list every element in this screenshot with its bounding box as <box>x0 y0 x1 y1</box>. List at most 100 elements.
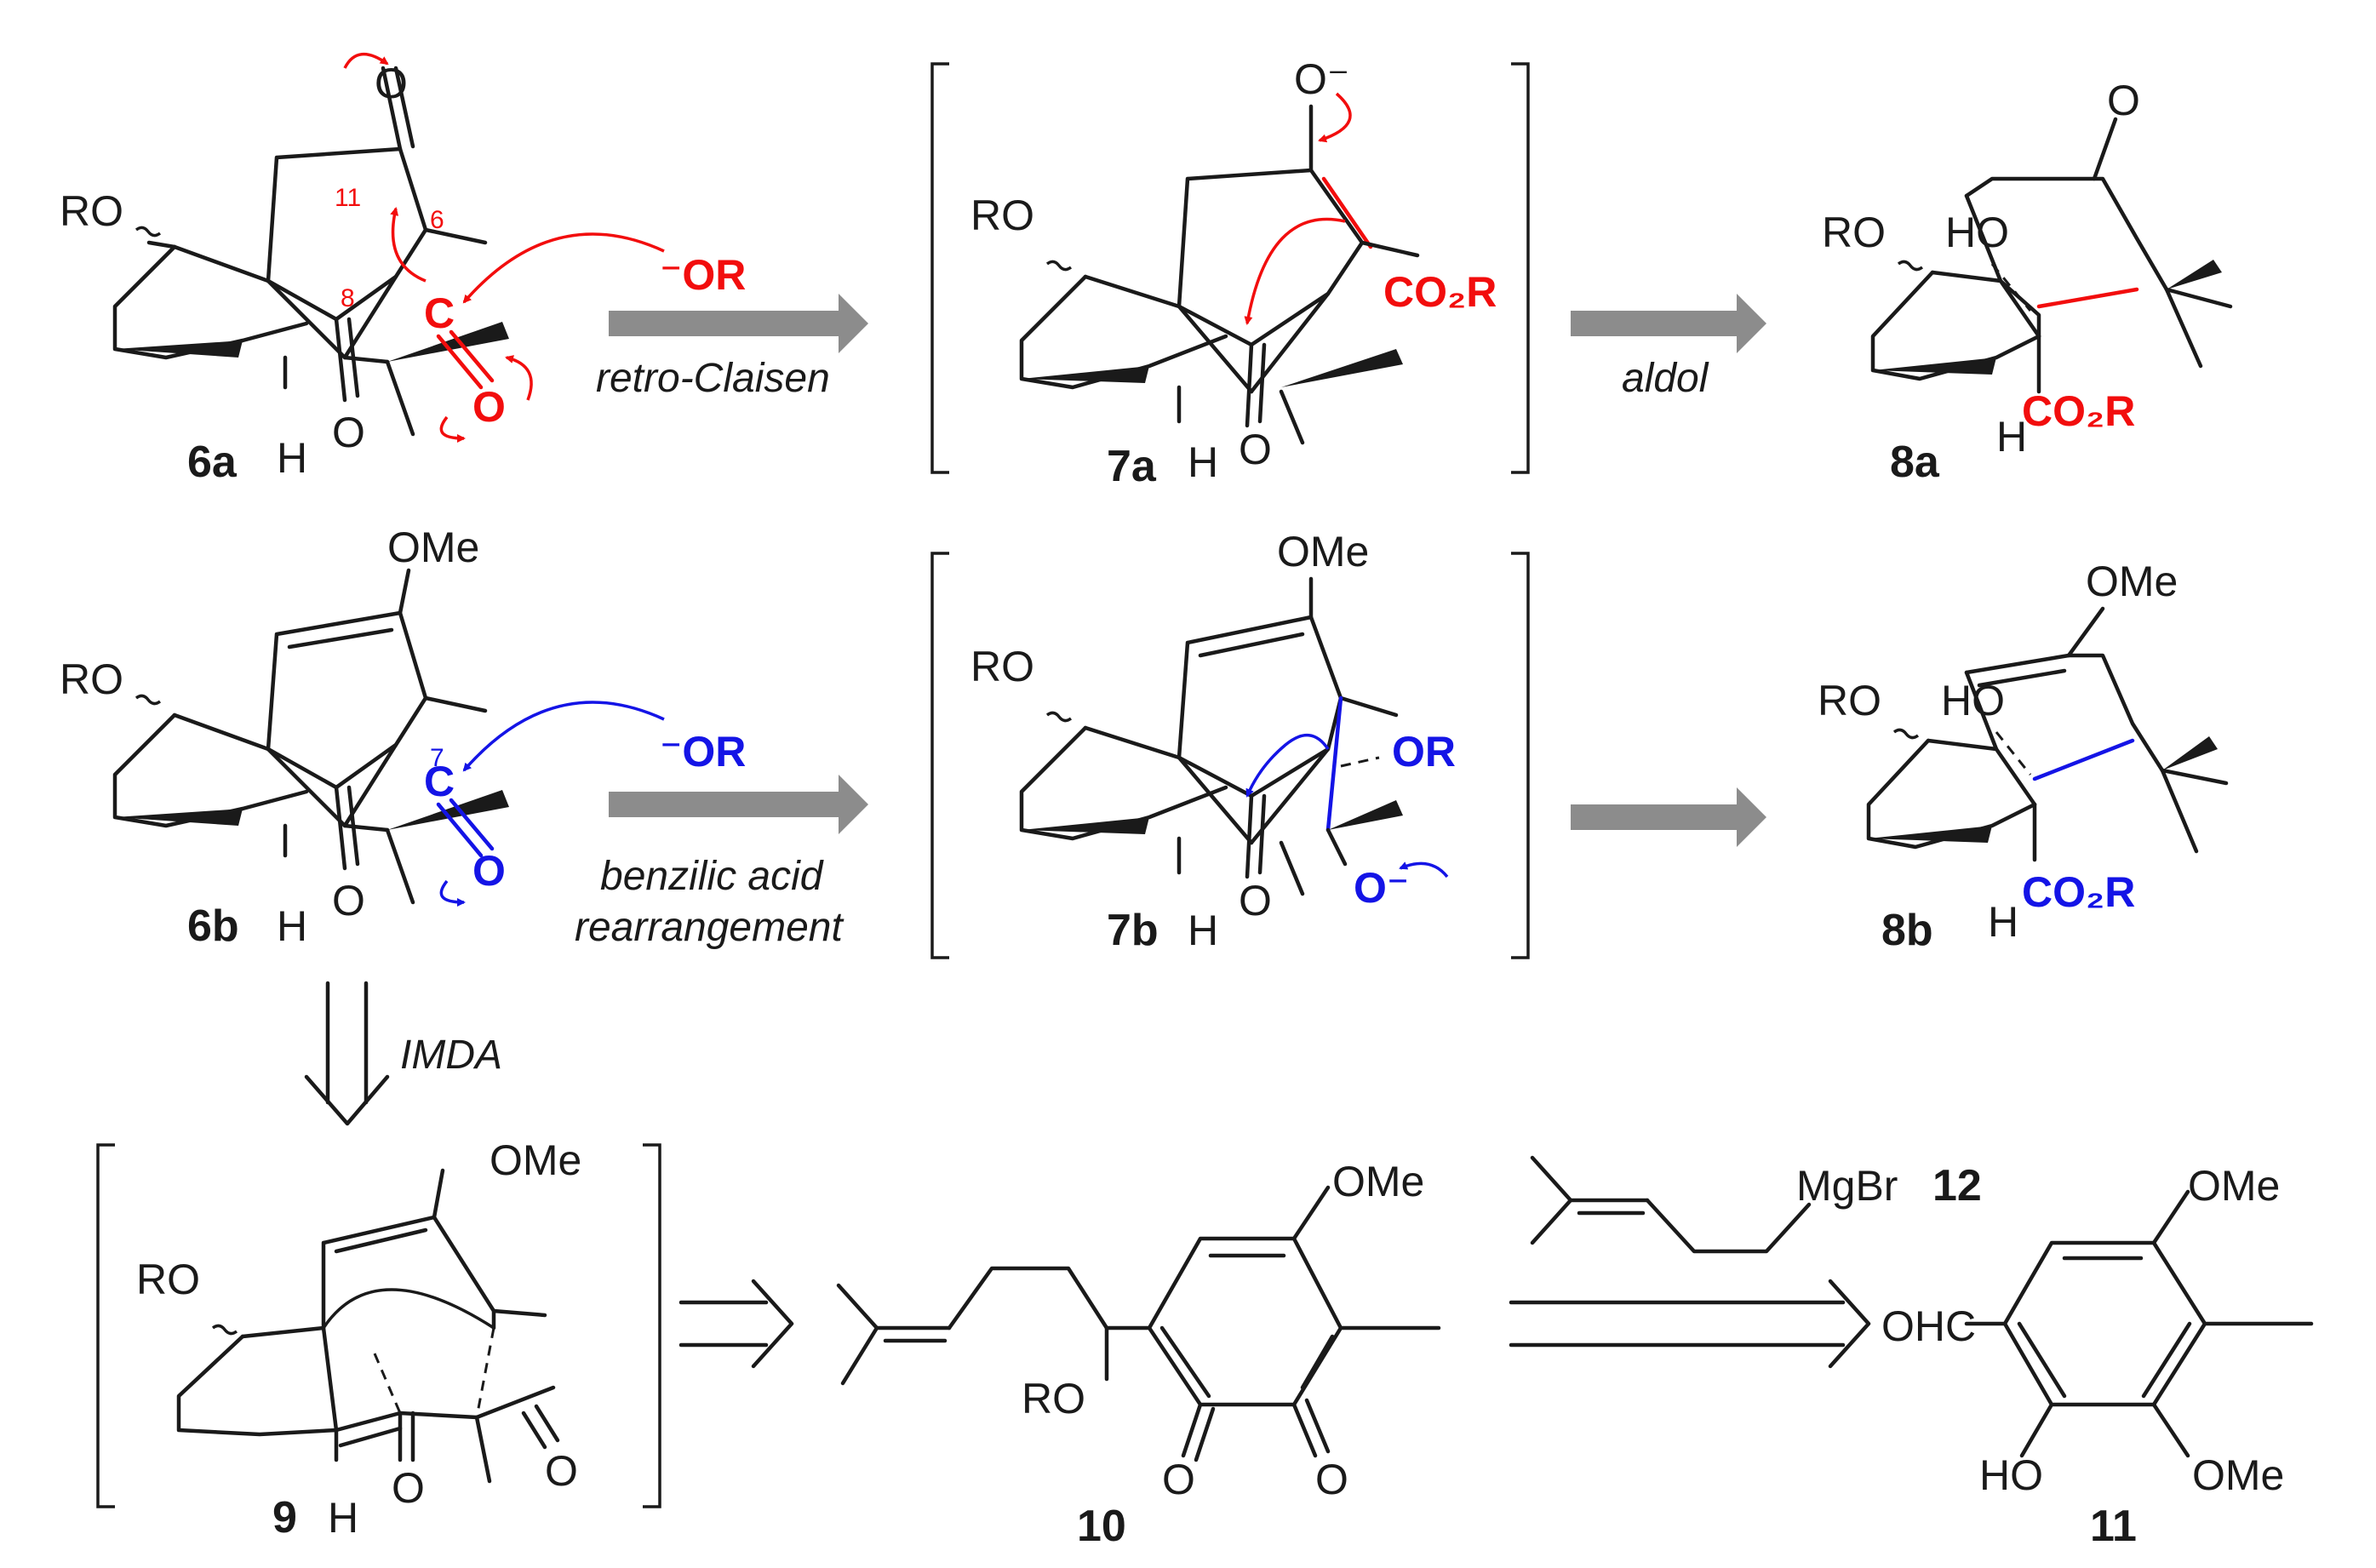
label-10: 10 <box>1077 1502 1126 1551</box>
compound-9 <box>176 1168 560 1484</box>
compound-12 <box>1530 1155 1812 1254</box>
condition-imda: IMDA <box>400 1033 502 1078</box>
12-mgbr-label: MgBr <box>1796 1162 1898 1210</box>
arrow-6a-o-right <box>505 355 533 401</box>
10-ro-label: RO <box>1022 1375 1085 1422</box>
10-o-left-label: O <box>1162 1456 1195 1503</box>
label-6a: 6a <box>187 438 238 487</box>
6a-o-label: O <box>472 383 506 431</box>
arrow-6b-o <box>439 879 466 907</box>
retro-arrow-10-11 <box>1509 1279 1871 1369</box>
8b-ome-label: OMe <box>2086 558 2178 605</box>
8b-co2r-label: CO₂R <box>2022 868 2135 916</box>
label-9: 9 <box>272 1493 297 1542</box>
6b-ome-label: OMe <box>387 524 479 571</box>
retro-arrow-9-10 <box>678 1279 794 1369</box>
8a-h-label: H <box>1996 413 2027 461</box>
bracket-7b-right <box>1511 552 1530 959</box>
7b-ro-label: RO <box>970 643 1034 690</box>
6b-or-label: ⁻OR <box>660 728 746 775</box>
label-12: 12 <box>1932 1161 1982 1210</box>
arrow-retro-claisen <box>609 294 868 353</box>
6a-c-label: C <box>424 289 455 337</box>
label-7a: 7a <box>1107 442 1157 491</box>
atom-number-8: 8 <box>341 284 355 312</box>
7b-or-label: OR <box>1392 728 1456 775</box>
7b-o-label: O <box>1239 877 1272 924</box>
6a-h-label: H <box>277 434 307 482</box>
label-11: 11 <box>2090 1502 2137 1551</box>
7a-o-minus-label: O⁻ <box>1294 55 1349 103</box>
7b-o-minus-label: O⁻ <box>1354 864 1409 912</box>
arrow-6a-carbonyl <box>343 52 389 69</box>
6a-o8-label: O <box>332 409 365 456</box>
label-8b: 8b <box>1881 906 1933 955</box>
8a-co2r-label: CO₂R <box>2022 387 2135 435</box>
atom-number-11: 11 <box>335 184 361 212</box>
7a-co2r-label: CO₂R <box>1383 268 1497 316</box>
arrow-7b-o <box>1399 861 1449 878</box>
compound-7b <box>1019 576 1403 896</box>
10-o-right-label: O <box>1315 1456 1348 1503</box>
compound-8b <box>1866 606 2229 862</box>
arrow-7b-migrate <box>1245 733 1330 798</box>
7a-h-label: H <box>1188 438 1218 486</box>
arrow-benzilic <box>609 775 868 834</box>
arrow-7a-aldol <box>1244 217 1346 325</box>
6a-ro-label: RO <box>60 187 123 235</box>
9-ro-label: RO <box>136 1256 200 1303</box>
compound-11 <box>1964 1189 2314 1458</box>
arrow-6a-c11 <box>390 207 427 283</box>
compound-8a <box>1870 117 2233 394</box>
8b-h-label: H <box>1988 898 2018 946</box>
arrow-to-8b <box>1571 787 1766 847</box>
11-ho-label: HO <box>1979 1451 2043 1499</box>
8b-ho-label: HO <box>1941 677 2005 724</box>
6a-o11-label: O <box>375 60 408 107</box>
condition-aldol: aldol <box>1622 356 1709 401</box>
9-o-right-label: O <box>545 1447 578 1495</box>
bracket-9-right <box>643 1143 661 1508</box>
atom-number-6: 6 <box>430 206 444 234</box>
bracket-7a-right <box>1511 62 1530 474</box>
atom-number-7: 7 <box>430 744 444 772</box>
compound-6a <box>112 66 509 437</box>
8b-ro-label: RO <box>1818 677 1881 724</box>
condition-benzilic-2: rearrangement <box>575 905 844 950</box>
9-h-label: H <box>328 1494 358 1542</box>
8a-o-label: O <box>2107 77 2140 124</box>
label-7b: 7b <box>1107 906 1159 955</box>
6b-o8-label: O <box>332 877 365 924</box>
arrow-6b-attack <box>462 701 665 772</box>
arrow-aldol <box>1571 294 1766 353</box>
11-ome-top-label: OMe <box>2188 1162 2280 1210</box>
7b-ome-label: OMe <box>1277 528 1369 575</box>
6b-ro-label: RO <box>60 655 123 703</box>
11-ome-bottom-label: OMe <box>2192 1451 2284 1499</box>
retro-arrow-imda <box>304 981 390 1126</box>
10-ome-label: OMe <box>1332 1158 1424 1205</box>
compound-7a <box>1019 104 1420 445</box>
arrow-6a-o-left <box>439 415 466 443</box>
8a-ro-label: RO <box>1822 209 1886 256</box>
arrow-7a-enolate <box>1318 92 1352 143</box>
9-ome-label: OMe <box>490 1136 581 1184</box>
7a-o-label: O <box>1239 426 1272 473</box>
condition-benzilic-1: benzilic acid <box>600 854 824 899</box>
condition-retro-claisen: retro-Claisen <box>596 356 830 401</box>
compound-10 <box>836 1185 1441 1462</box>
11-ohc-label: OHC <box>1881 1302 1976 1350</box>
bracket-7b-left <box>930 552 949 959</box>
9-o-left-label: O <box>392 1464 425 1512</box>
bracket-7a-left <box>930 62 949 474</box>
bracket-9-left <box>96 1143 115 1508</box>
6b-h-label: H <box>277 902 307 950</box>
7b-h-label: H <box>1188 907 1218 954</box>
7a-ro-label: RO <box>970 192 1034 239</box>
6b-c-label: C <box>424 758 455 805</box>
8a-ho-label: HO <box>1945 209 2009 256</box>
arrow-6a-attack <box>462 232 665 304</box>
compound-6b <box>112 568 509 905</box>
label-6b: 6b <box>187 901 239 951</box>
